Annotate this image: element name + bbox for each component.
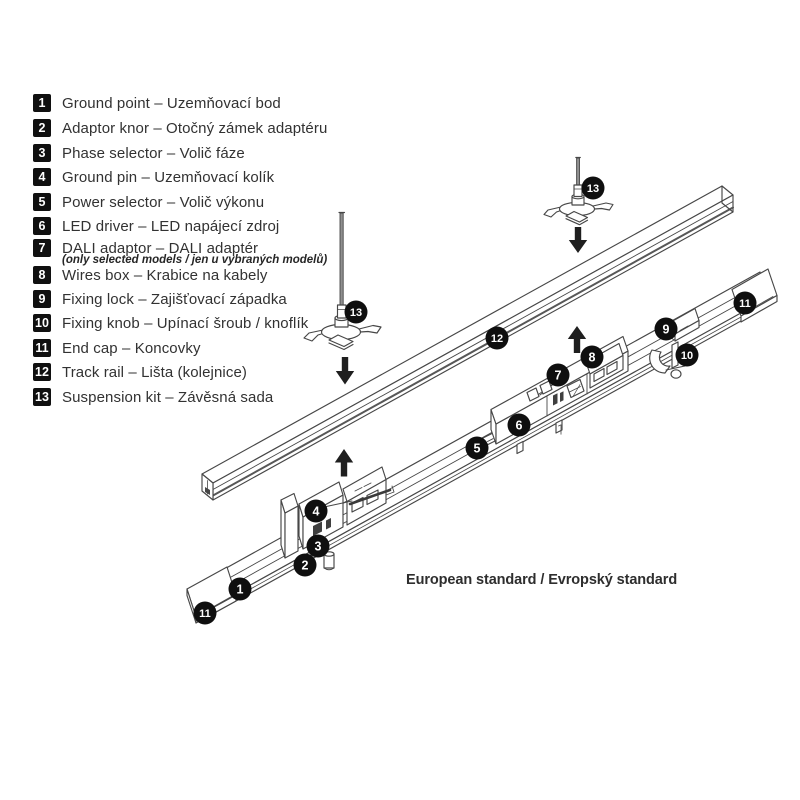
part-badge-track-rail: 12 [485, 326, 509, 350]
adaptor-contact-mark [326, 518, 331, 530]
track-rail-slot [212, 206, 734, 497]
fixing-knob-pin [671, 341, 679, 369]
suspension-foot-edge [328, 342, 354, 351]
svg-text:8: 8 [589, 351, 596, 365]
arrow-down-icon [568, 227, 588, 253]
part-badge-power-selector: 5 [465, 436, 489, 460]
suspension-rod [339, 212, 344, 306]
wires-box-hole [606, 360, 618, 376]
svg-text:5: 5 [474, 442, 481, 456]
led-driver-division [546, 373, 588, 417]
led-driver-label-lines [569, 384, 581, 397]
dali-tab [526, 387, 540, 402]
wires-box-hole [593, 367, 605, 383]
led-driver-label [566, 378, 585, 399]
fixing-knob-wing [665, 365, 686, 371]
svg-text:13: 13 [587, 183, 599, 195]
part-badge-fixing-knob: 10 [675, 343, 699, 367]
svg-text:10: 10 [681, 350, 693, 362]
part-badge-suspension-kit: 13 [344, 300, 368, 324]
adaptor-contact-mark [313, 521, 322, 536]
svg-text:12: 12 [491, 333, 503, 345]
suspension-rod [576, 157, 580, 186]
part-badge-dali-adaptor: 7 [546, 363, 570, 387]
led-driver-foot-line [558, 424, 562, 435]
suspension-kit [543, 156, 614, 226]
track-rail [201, 185, 734, 501]
suspension-arm [303, 329, 324, 342]
suspension-connector [573, 184, 583, 198]
suspension-kit [303, 211, 382, 351]
adaptor-knob-bottom [323, 567, 335, 571]
fixing-knob-ball [670, 369, 682, 379]
led-driver-mark [553, 393, 558, 406]
phase-selector-pins [354, 482, 372, 492]
phase-selector-top [342, 466, 387, 503]
fixing-lock-detail [679, 325, 689, 331]
svg-text:11: 11 [739, 298, 751, 310]
svg-text:9: 9 [663, 323, 670, 337]
part-badge-ground-point: 1 [228, 577, 252, 601]
end-cap-front [740, 294, 778, 323]
adaptor-plate-front [284, 505, 299, 559]
svg-text:3: 3 [315, 540, 322, 554]
part-badge-adaptor-knob: 2 [293, 553, 317, 577]
part-badge-led-driver: 6 [507, 413, 531, 437]
part-badge-fixing-lock: 9 [654, 317, 678, 341]
svg-text:13: 13 [350, 307, 362, 319]
suspension-foot [328, 334, 354, 348]
svg-text:7: 7 [555, 369, 562, 383]
badge-leader-line [323, 500, 353, 508]
suspension-arm [543, 206, 562, 218]
arrow-up-icon [567, 326, 587, 353]
svg-text:1: 1 [237, 583, 244, 597]
adaptor-plate-top [280, 492, 299, 514]
part-badge-suspension-kit: 13 [581, 176, 605, 200]
part-badge-phase-selector: 3 [306, 534, 330, 558]
svg-text:6: 6 [516, 419, 523, 433]
svg-text:2: 2 [302, 559, 309, 573]
svg-text:11: 11 [199, 608, 211, 620]
svg-text:4: 4 [313, 505, 320, 519]
led-driver-mark [560, 391, 564, 402]
track-rail-groove [212, 201, 734, 490]
part-badge-end-cap: 11 [193, 601, 217, 625]
fixing-knob [649, 341, 686, 379]
arrow-up-icon [334, 449, 354, 477]
part-badge-wires-box: 8 [580, 345, 604, 369]
part-badge-ground-pin: 4 [304, 499, 328, 523]
arrow-down-icon [335, 357, 355, 385]
power-selector-switch [487, 438, 494, 442]
suspension-foot [565, 210, 589, 223]
led-driver-foot [555, 419, 563, 434]
suspension-foot-edge [565, 218, 589, 226]
suspension-connector [336, 304, 347, 319]
standard-caption: European standard / Evropský standard [406, 572, 678, 588]
ground-pin-rod [348, 488, 392, 506]
suspension-arm [592, 202, 614, 211]
track-rail-end-edge [721, 185, 734, 213]
fixing-lock-front [674, 319, 700, 342]
part-badge-end-cap: 11 [733, 291, 757, 315]
ground-pin-clip [385, 485, 395, 496]
suspension-arm [358, 324, 382, 334]
led-driver-foot [516, 440, 524, 455]
fixing-knob-hook [649, 349, 671, 374]
ground-pin [323, 485, 395, 508]
